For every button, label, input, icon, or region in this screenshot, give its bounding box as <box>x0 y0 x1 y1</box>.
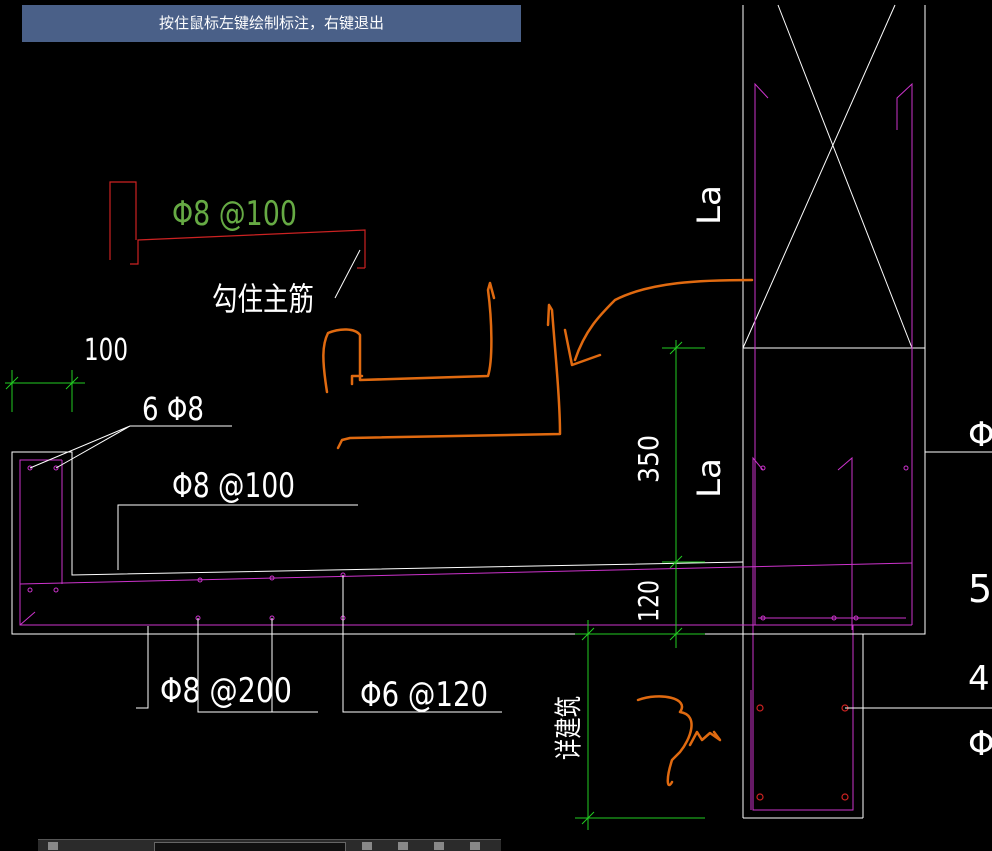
edge-phi-1: Φ <box>968 415 992 455</box>
handwritten-marks <box>322 278 754 787</box>
command-prompt-banner: 按住鼠标左键绘制标注，右键退出 <box>22 5 521 42</box>
column-outline <box>742 5 926 819</box>
slab-rebar <box>19 459 913 626</box>
toolbar-button-3[interactable] <box>398 842 408 850</box>
la-lower-label: La <box>690 458 728 498</box>
dim-120-label: 120 <box>632 580 665 622</box>
toolbar-button-2[interactable] <box>362 842 372 850</box>
count-rebar-label: 6 Φ8 <box>142 390 204 428</box>
leader-lines <box>29 249 992 713</box>
column-cross <box>742 4 913 349</box>
see-arch-label: 详建筑 <box>552 696 585 760</box>
edge-phi-2: Φ <box>968 724 992 764</box>
rebar-dots <box>27 465 909 621</box>
column-bars-red <box>756 704 849 801</box>
top-rebar-label: Φ8 @100 <box>172 194 297 234</box>
la-upper-label: La <box>690 185 728 225</box>
slab-outline <box>11 451 926 635</box>
slab-rebar-label: Φ8 @100 <box>172 466 295 506</box>
hook-note-label: 勾住主筋 <box>212 280 314 318</box>
column-rebar <box>750 82 913 811</box>
toolbar-button-1[interactable] <box>48 842 58 850</box>
bottom-rebar-1-label: Φ8 @200 <box>160 671 292 711</box>
bottom-rebar-2-label: Φ6 @120 <box>360 675 488 715</box>
toolbar-input[interactable] <box>154 842 346 851</box>
toolbar-button-5[interactable] <box>470 842 480 850</box>
dim-350-label: 350 <box>632 435 665 483</box>
edge-5: 5 <box>968 567 992 611</box>
bottom-toolbar <box>38 839 501 851</box>
hook-rebar-detail <box>109 181 366 269</box>
edge-4: 4 <box>968 659 990 699</box>
labels: Φ8 @100 勾住主筋 100 6 Φ8 Φ8 @100 Φ8 @200 Φ6… <box>84 185 992 764</box>
spacing-label: 100 <box>84 333 128 368</box>
toolbar-button-4[interactable] <box>434 842 444 850</box>
dimension-lines <box>5 340 705 830</box>
